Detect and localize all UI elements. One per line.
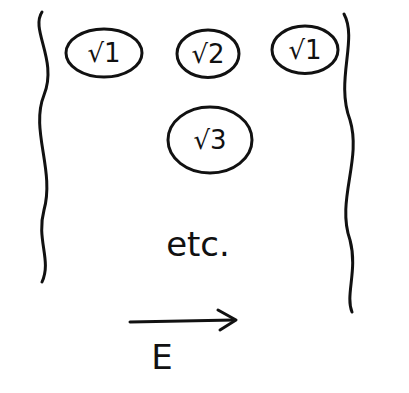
field-symbol: E xyxy=(151,339,172,376)
field-arrow-line xyxy=(130,320,234,322)
left-boundary xyxy=(39,12,48,282)
note-text: etc. xyxy=(166,226,230,263)
molecule-label: √2 xyxy=(191,40,224,69)
molecule-ellipse: √1 xyxy=(270,24,340,75)
molecule-ellipse: √2 xyxy=(175,28,241,79)
molecule-label: √1 xyxy=(288,36,321,65)
right-boundary xyxy=(344,14,353,312)
field-arrow-head xyxy=(218,310,236,330)
molecule-ellipse: √1 xyxy=(64,27,144,79)
ellipse-outline xyxy=(272,26,338,73)
molecule-label: √1 xyxy=(87,39,120,68)
molecule-ellipse: √3 xyxy=(166,105,254,175)
ellipse-outline xyxy=(66,29,142,77)
ellipse-outline xyxy=(168,107,252,173)
ellipse-outline xyxy=(177,30,239,77)
molecule-label: √3 xyxy=(193,126,226,155)
